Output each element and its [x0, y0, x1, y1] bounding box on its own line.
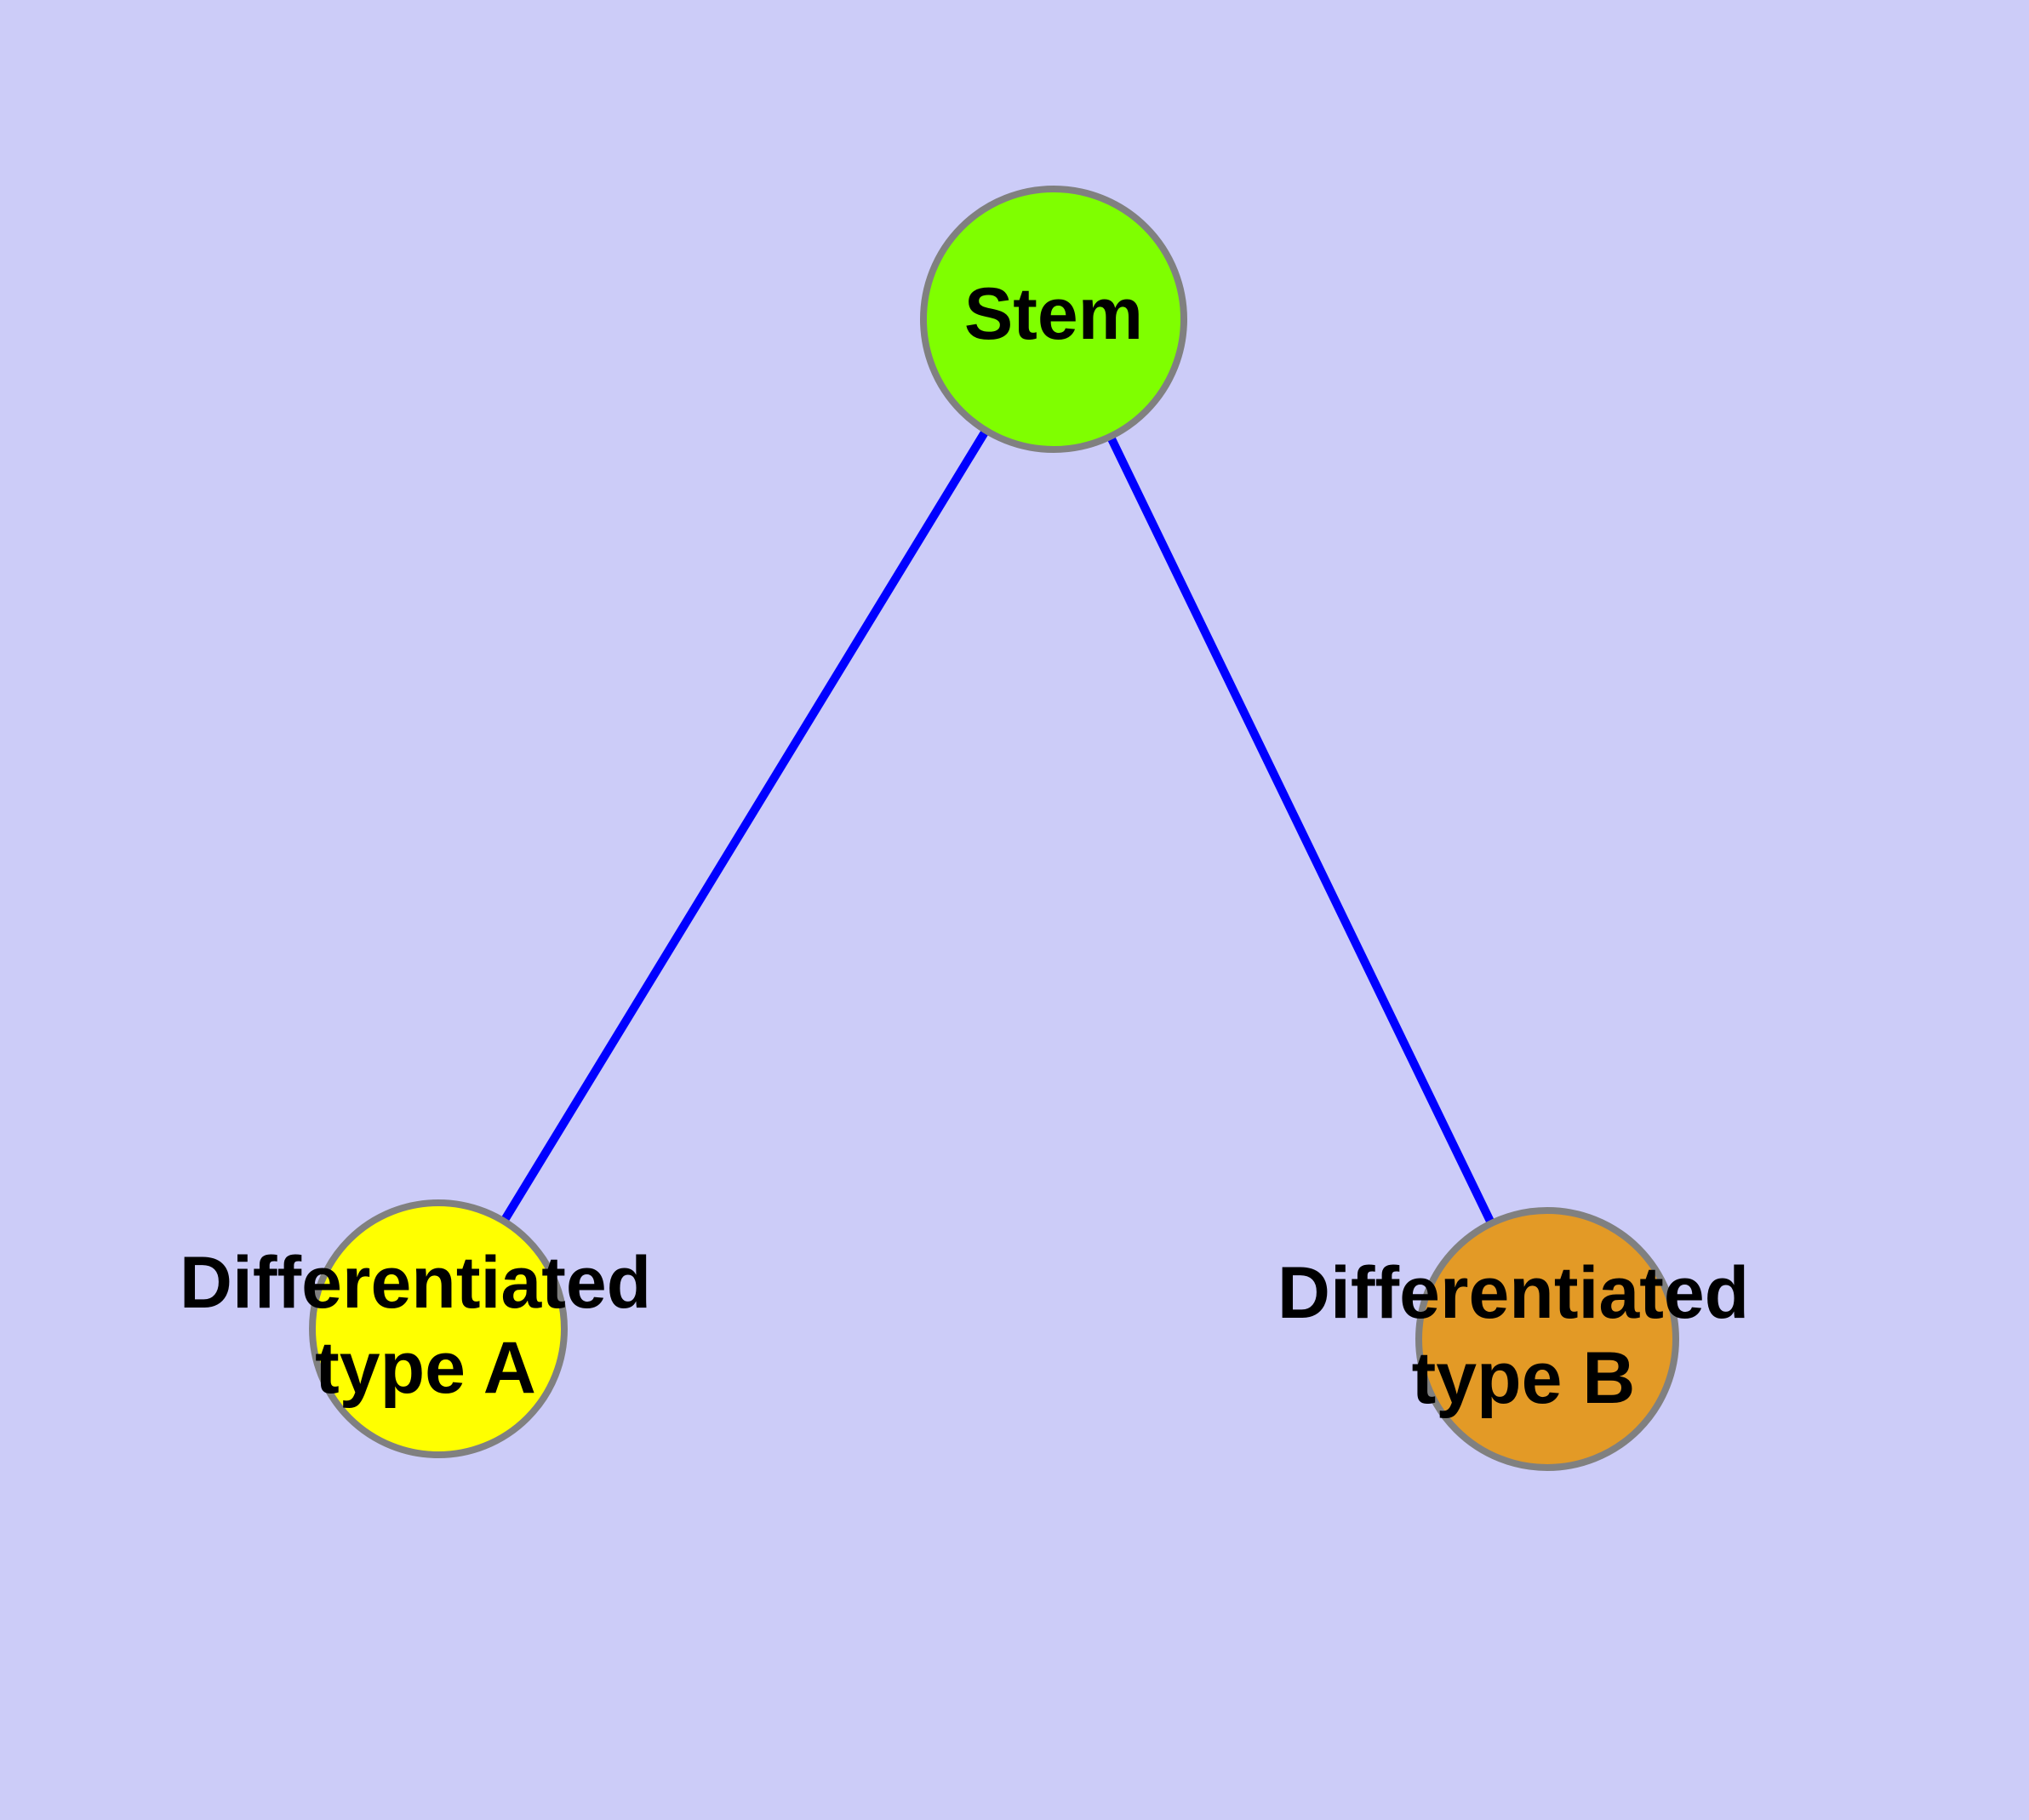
edge-stem-to-diff-a[interactable] — [434, 317, 1058, 1331]
node-stem-label-line-1: Stem — [964, 273, 1143, 355]
node-layer: Stem Differentiated type A Differentiate… — [180, 186, 1769, 1471]
node-stem-label: Stem — [964, 273, 1143, 355]
node-diff-a[interactable] — [309, 1199, 568, 1458]
node-diff-a-label-line-1: Differentiated — [180, 1242, 651, 1324]
node-diff-b[interactable] — [1415, 1207, 1679, 1471]
node-diff-b-label: Differentiated type B — [1277, 1252, 1769, 1419]
node-stem-circle[interactable] — [920, 186, 1187, 453]
node-diff-a-circle[interactable] — [309, 1199, 568, 1458]
node-stem[interactable]: Stem — [920, 186, 1187, 453]
node-diff-a-label-line-2: type A — [315, 1327, 536, 1409]
edge-stem-to-diff-b[interactable] — [1049, 317, 1552, 1342]
edge-layer — [434, 317, 1552, 1342]
node-diff-a-label: Differentiated type A — [180, 1242, 672, 1409]
node-diff-b-label-line-1: Differentiated — [1277, 1252, 1749, 1334]
node-diff-b-label-line-2: type B — [1412, 1337, 1636, 1419]
node-diff-b-circle[interactable] — [1415, 1207, 1679, 1471]
